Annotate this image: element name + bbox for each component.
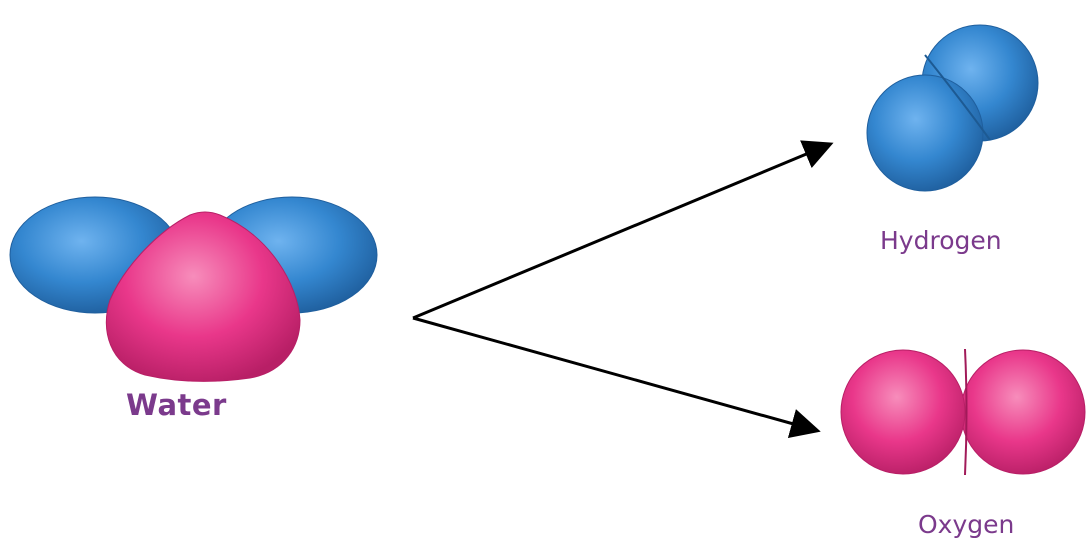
hydrogen-molecule-icon <box>866 24 1039 192</box>
water-label: Water <box>126 388 227 422</box>
water-molecule-icon <box>9 196 378 382</box>
arrow-to-hydrogen <box>412 140 834 320</box>
oxygen-molecule-icon <box>840 348 1086 476</box>
oxygen-label: Oxygen <box>918 510 1015 539</box>
arrow-to-oxygen <box>412 316 821 439</box>
reaction-arrows <box>412 140 834 439</box>
hydrogen-label: Hydrogen <box>880 226 1002 255</box>
